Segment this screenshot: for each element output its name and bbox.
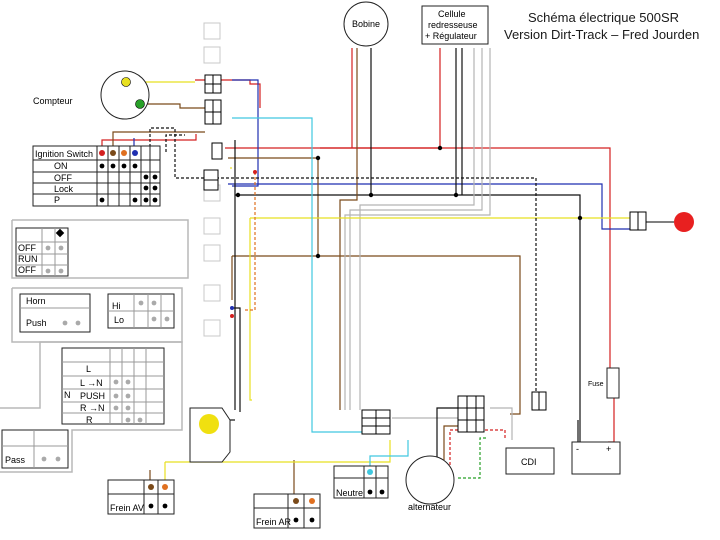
regulator-label-1: Cellule xyxy=(438,9,466,19)
connector-compteur-2 xyxy=(204,99,222,125)
ignition-row-off: OFF xyxy=(54,173,72,183)
connector-cdi xyxy=(531,391,547,411)
junction-dots xyxy=(230,145,583,318)
light-switch: Hi Lo xyxy=(107,293,175,329)
rear-brake-switch: Frein AR xyxy=(253,493,321,529)
regulator-label-3: + Régulateur xyxy=(425,31,477,41)
speedometer-label: Compteur xyxy=(33,96,73,106)
neutral-switch: Neutre xyxy=(333,465,389,499)
turn-row-r-n: R →N xyxy=(80,403,105,413)
rear-brake-label: Frein AR xyxy=(256,517,292,527)
bobine-label: Bobine xyxy=(352,19,380,29)
speedometer-lamp-green xyxy=(135,99,145,109)
turn-row-l-n: L →N xyxy=(80,378,103,388)
battery-plus: + xyxy=(606,444,611,454)
ignition-switch-header: Ignition Switch xyxy=(35,149,93,159)
battery-minus: - xyxy=(576,444,579,454)
wires xyxy=(101,48,630,500)
fuse: Fuse xyxy=(588,367,620,399)
connector-ignition-2 xyxy=(203,169,219,191)
ignition-row-p: P xyxy=(54,195,60,205)
headlight xyxy=(189,407,231,463)
cdi-label: CDI xyxy=(521,457,537,467)
alternator-label: alternateur xyxy=(408,502,451,512)
kill-row-off-2: OFF xyxy=(18,265,36,275)
light-row-hi: Hi xyxy=(112,301,121,311)
harness-connectors xyxy=(203,74,647,435)
ignition-row-on: ON xyxy=(54,161,68,171)
pass-label: Pass xyxy=(5,455,26,465)
diagram-subtitle: Version Dirt-Track – Fred Jourden xyxy=(504,27,699,42)
light-row-lo: Lo xyxy=(114,315,124,325)
connector-center xyxy=(361,409,391,435)
battery: - + xyxy=(571,441,621,475)
front-brake-switch: Frein AV xyxy=(107,479,175,515)
connector-compteur-1 xyxy=(204,74,222,94)
pass-switch: Pass xyxy=(1,429,69,469)
bobine-coil: Bobine xyxy=(343,1,389,47)
front-brake-label: Frein AV xyxy=(110,503,144,513)
ignition-switch: Ignition Switch ON OFF Lock P xyxy=(32,145,161,207)
kill-row-off-1: OFF xyxy=(18,243,36,253)
speedometer: Compteur xyxy=(33,70,150,120)
turn-side-n: N xyxy=(64,390,71,400)
fuse-label: Fuse xyxy=(588,381,604,388)
turn-switch: L L →N PUSH R →N R N xyxy=(61,347,165,425)
headlight-bulb xyxy=(199,414,219,434)
speedometer-lamp-yellow xyxy=(121,77,131,87)
connector-rear-right xyxy=(629,211,647,231)
kill-switch: OFF RUN OFF xyxy=(15,227,69,277)
turn-row-l: L xyxy=(86,364,91,374)
horn-row-horn: Horn xyxy=(26,296,46,306)
cdi-unit: CDI xyxy=(505,447,555,475)
turn-row-push: PUSH xyxy=(80,391,105,401)
alternator: alternateur xyxy=(405,455,455,512)
kill-row-run: RUN xyxy=(18,254,38,264)
regulator-rectifier: Cellule redresseuse + Régulateur xyxy=(421,5,489,45)
regulator-label-2: redresseuse xyxy=(428,20,478,30)
diagram-title: Schéma électrique 500SR xyxy=(528,10,679,25)
horn-row-push: Push xyxy=(26,318,47,328)
connector-ignition-1 xyxy=(211,142,223,160)
rear-light xyxy=(646,212,694,232)
ignition-row-lock: Lock xyxy=(54,184,74,194)
faded-switch-groups xyxy=(0,22,221,473)
connector-alternator xyxy=(457,395,485,433)
turn-row-r: R xyxy=(86,415,93,425)
horn-switch: Horn Push xyxy=(19,293,91,333)
rear-light-bulb xyxy=(674,212,694,232)
neutral-label: Neutre xyxy=(336,488,363,498)
